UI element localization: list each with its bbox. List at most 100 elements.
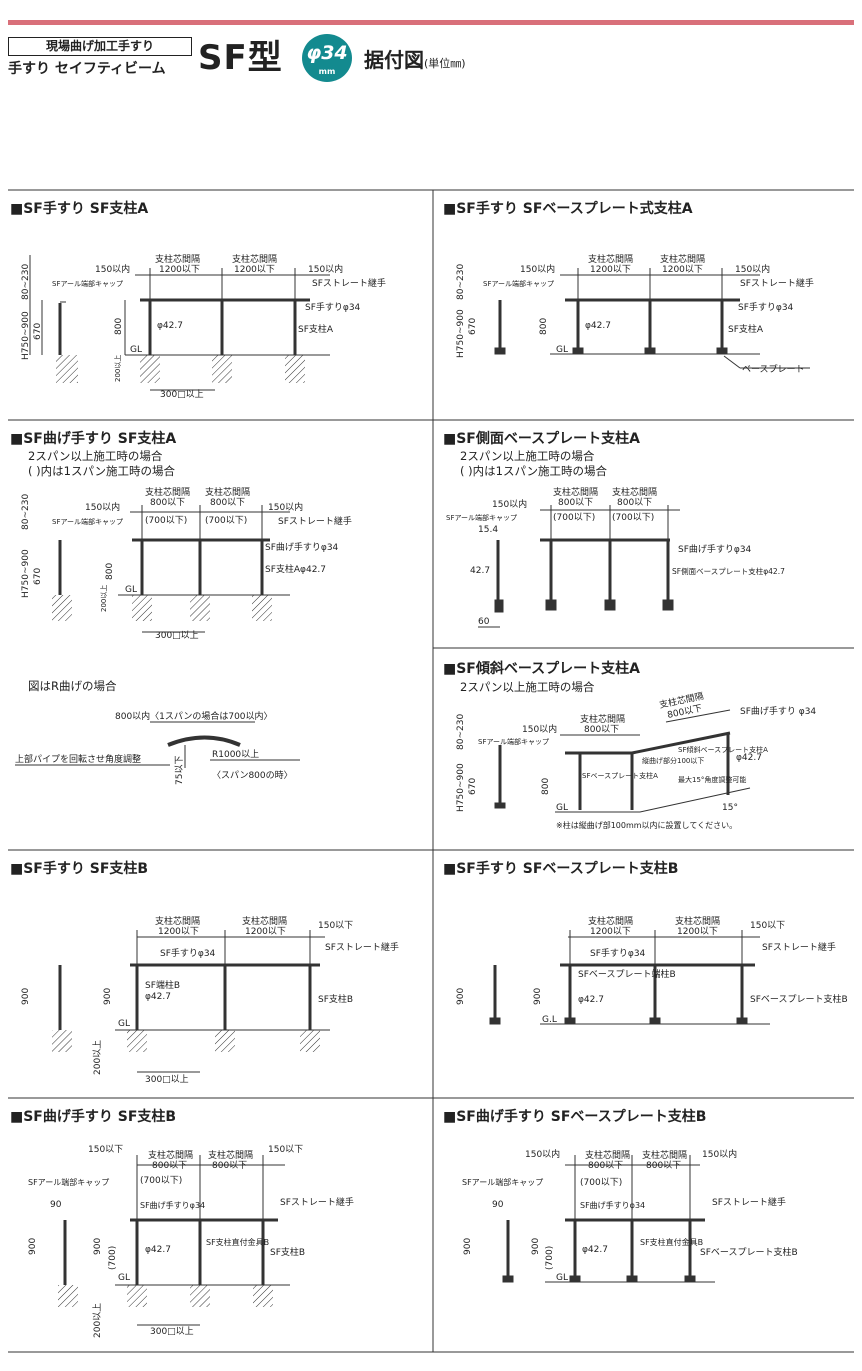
panel-grid (8, 189, 854, 1353)
span-700-label: (700以下) (612, 513, 654, 523)
span-label: 支柱芯間隔 (585, 1149, 630, 1161)
height-700-label: (700) (545, 1246, 555, 1270)
span-1200-label: 1200以下 (662, 265, 703, 275)
overhang-150-label: 150以内 (308, 263, 343, 275)
footing-size-label: 300□以上 (160, 389, 204, 400)
overhang-150-label: 150以下 (750, 921, 785, 931)
post-diameter-label: φ42.7 (145, 1245, 171, 1255)
post-diameter-label: φ42.7 (736, 753, 762, 763)
span-700-label: (700以下) (145, 516, 187, 526)
span-label: 支柱芯間隔 (553, 486, 598, 498)
unit-note: (単位㎜) (424, 57, 466, 70)
height-h750-label: H750~900 (21, 311, 31, 360)
base-plate-label: ベースプレート (742, 364, 805, 375)
panel-note: 2スパン以上施工時の場合 (28, 449, 163, 463)
span-700-label: (700以下) (580, 1178, 622, 1188)
overhang-150-label: 150以内 (95, 263, 130, 275)
footing-size-label: 300□以上 (145, 1074, 189, 1085)
height-670-label: 670 (468, 778, 478, 795)
drawing-bent-rail-post-a: 支柱芯間隔 800以下 (700以下) 支柱芯間隔 800以下 (700以下) … (21, 486, 352, 641)
end-cap-label: SFアール端部キャップ (52, 517, 123, 526)
span-1200-label: 1200以下 (159, 265, 200, 275)
ground-line-label: G.L (542, 1015, 557, 1025)
height-900-label: 900 (93, 1238, 103, 1255)
panel-note: 2スパン以上施工時の場合 (460, 449, 595, 463)
panel-title-slope-base-plate-post-a: ■SF傾斜ベースプレート支柱A (443, 661, 641, 677)
rail-label: SF手すりφ34 (738, 301, 794, 313)
footing-size-label: 300□以上 (150, 1326, 194, 1337)
title-text: 据付図 (364, 48, 424, 72)
ground-line-label: GL (556, 803, 568, 813)
angle-15-label: 15° (722, 803, 738, 813)
height-h750-label: H750~900 (21, 549, 31, 598)
span-1200-label: 1200以下 (245, 927, 286, 937)
drawing-bent-rail-post-b: 支柱芯間隔 800以下 支柱芯間隔 800以下 150以下 150以下 (700… (28, 1145, 354, 1338)
product-type: SF型 (198, 38, 283, 78)
panel-title-bent-rail-base-plate-post-b: ■SF曲げ手すり SFベースプレート支柱B (443, 1109, 707, 1125)
ground-line-label: GL (556, 345, 568, 355)
bend-rail-label: SF曲げ手すり φ34 (740, 705, 816, 717)
bent-rail-label: SF曲げ手すりφ34 (265, 541, 339, 553)
height-h750-label: H750~900 (456, 309, 466, 358)
drawing-base-plate-post-b: 支柱芯間隔 1200以下 支柱芯間隔 1200以下 150以下 SF手すりφ34… (456, 915, 848, 1025)
end-cap-label: SFアール端部キャップ (462, 1177, 543, 1187)
span-800-label: 800以下 (584, 725, 619, 735)
straight-joint-label: SFストレート継手 (325, 941, 399, 953)
span-label: 支柱芯間隔 (580, 713, 625, 725)
overhang-150-label: 150以下 (88, 1145, 123, 1155)
span-800-label: 800以下 (212, 1161, 247, 1171)
height-800-label: 800 (105, 563, 115, 580)
span-label: 支柱芯間隔 (232, 253, 277, 265)
dimension-42-7: 42.7 (470, 566, 490, 576)
rail-label: SF手すりφ34 (305, 301, 361, 313)
dimension-90: 90 (492, 1200, 504, 1210)
embed-depth-label: 200以上 (99, 585, 108, 612)
height-800-label: 800 (539, 318, 549, 335)
span-800-label: 800以下 (646, 1161, 681, 1171)
drawing-slope-base-plate-post-a: 支柱芯間隔 800以下 支柱芯間隔 800以下 150以内 SF曲げ手すり φ3… (456, 690, 816, 830)
straight-joint-label: SFストレート継手 (712, 1196, 786, 1208)
span-1200-label: 1200以下 (590, 265, 631, 275)
rotate-pipe-label: 上部パイプを回転させ角度調整 (15, 753, 141, 765)
height-670-label: 670 (33, 323, 43, 340)
post-a-label: SF支柱A (728, 323, 764, 335)
dimension-60: 60 (478, 617, 490, 627)
ground-line-label: GL (118, 1019, 130, 1029)
span-1200-label: 1200以下 (158, 927, 199, 937)
end-cap-label: SFアール端部キャップ (446, 513, 517, 522)
dimension-90: 90 (50, 1200, 62, 1210)
end-cap-label: SFアール端部キャップ (483, 279, 554, 288)
span-700-label: (700以下) (553, 513, 595, 523)
embed-depth-label: 200以上 (113, 355, 122, 382)
span-label: 支柱芯間隔 (145, 486, 190, 498)
overhang-150-label: 150以内 (268, 501, 303, 513)
embed-depth-label: 200以上 (92, 1303, 103, 1338)
mount-fitting-label: SF支柱直付金具B (640, 1237, 703, 1247)
straight-joint-label: SFストレート継手 (762, 941, 836, 953)
height-range-label: 80~230 (456, 714, 466, 750)
straight-joint-label: SFストレート継手 (312, 277, 386, 289)
span-800-label: 800以下 (558, 498, 593, 508)
span-label: 支柱芯間隔 (612, 486, 657, 498)
ground-line-label: GL (556, 1273, 568, 1283)
span-label: 支柱芯間隔 (205, 486, 250, 498)
panel-title-base-plate-post-b: ■SF手すり SFベースプレート支柱B (443, 861, 679, 877)
span-800-label: 800以下 (210, 498, 245, 508)
height-800-label: 800 (114, 318, 124, 335)
span-800-label: 800以下 (152, 1161, 187, 1171)
footing-size-label: 300□以上 (155, 630, 199, 641)
overhang-150-label: 150以内 (85, 501, 120, 513)
panel-title-sf-post-a: ■SF手すり SF支柱A (10, 201, 149, 217)
panel-title-bent-rail-post-b: ■SF曲げ手すり SF支柱B (10, 1109, 177, 1125)
bent-rail-label: SF曲げ手すりφ34 (140, 1200, 205, 1210)
panel-title-side-base-plate-post-a: ■SF側面ベースプレート支柱A (443, 431, 641, 447)
drawing-r-bend-detail: 800以内〈1スパンの場合は700以内〉 上部パイプを回転させ角度調整 R100… (15, 710, 300, 785)
overhang-150-label: 150以内 (522, 723, 557, 735)
base-plate-end-post-b-label: SFベースプレート端柱B (578, 968, 676, 980)
span-label: 支柱芯間隔 (588, 253, 633, 265)
product-name: 手すり セイフティビーム (8, 61, 166, 77)
overhang-150-label: 150以内 (492, 498, 527, 510)
header-accent-bar (8, 20, 854, 25)
end-cap-label: SFアール端部キャップ (28, 1177, 109, 1187)
